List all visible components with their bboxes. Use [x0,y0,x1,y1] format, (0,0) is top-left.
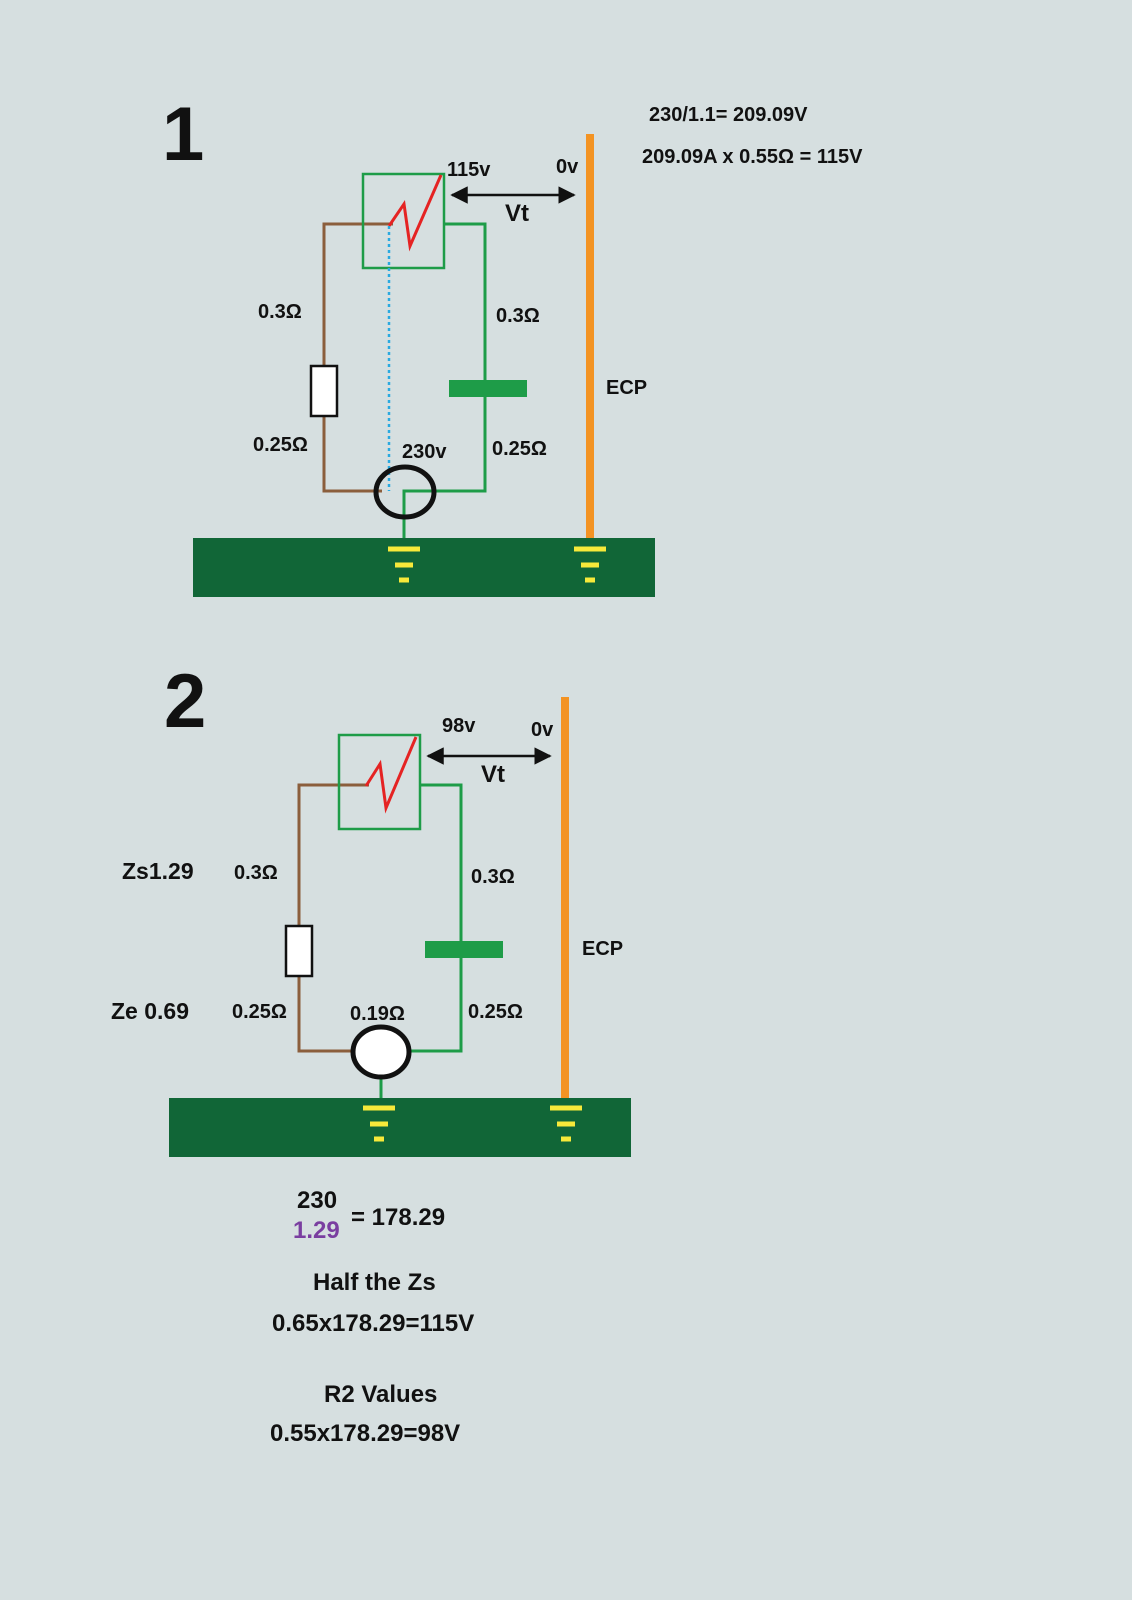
cpc-upper-resistance-label: 0.3Ω [471,866,515,888]
calculation-block: 230 1.29 = 178.29 Half the Zs 0.65x178.2… [270,1187,474,1447]
fault-zigzag-icon [364,736,418,814]
resistor-icon [284,924,314,978]
r2-values-heading: R2 Values [324,1381,437,1408]
calculation-line-2: 209.09A x 0.55Ω = 115V [642,146,863,168]
calculation-line-1: 230/1.1= 209.09V [649,104,808,126]
cpc-resistance-block [449,380,527,397]
cpc-upper-resistance-label: 0.3Ω [496,305,540,327]
resistor-icon [309,364,339,418]
diagram-2-number: 2 [164,659,206,744]
fault-voltage-label: 98v [442,715,476,737]
transformer-source-icon [350,1024,412,1080]
earth-symbol-icon [550,1105,582,1142]
ze-label: Ze 0.69 [111,998,189,1024]
fault-zigzag-icon [387,174,443,252]
earth-symbol-icon [574,546,606,583]
r2-values-formula: 0.55x178.29=98V [270,1420,460,1447]
phase-lower-resistance-label: 0.25Ω [232,1001,287,1023]
phase-upper-resistance-label: 0.3Ω [234,862,278,884]
appliance-box [361,172,446,270]
half-zs-heading: Half the Zs [313,1269,436,1296]
ecp-label: ECP [606,377,647,399]
cpc-resistance-block [425,941,503,958]
fault-voltage-label: 115v [447,159,491,181]
zero-voltage-label: 0v [531,719,554,741]
circuit-diagram-2: 2 98v 0v Vt Zs1.29 Z [111,659,631,1157]
cpc-lower-resistance-label: 0.25Ω [492,438,547,460]
phase-lower-resistance-label: 0.25Ω [253,434,308,456]
cpc-lower-resistance-label: 0.25Ω [468,1001,523,1023]
source-voltage-label: 230v [402,441,447,463]
ecp-label: ECP [582,938,623,960]
fraction-result: = 178.29 [351,1204,445,1231]
earth-symbol-icon [388,546,420,583]
fraction-numerator: 230 [297,1187,337,1214]
appliance-box [337,733,422,831]
vt-label: Vt [505,200,529,227]
vt-label: Vt [481,761,505,788]
phase-upper-resistance-label: 0.3Ω [258,301,302,323]
cpc-conductor [402,222,487,538]
transformer-source-icon [373,464,437,520]
fraction-denominator: 1.29 [293,1217,340,1244]
source-resistance-label: 0.19Ω [350,1003,405,1025]
half-zs-formula: 0.65x178.29=115V [272,1310,474,1337]
zs-label: Zs1.29 [122,858,194,884]
zero-voltage-label: 0v [556,156,579,178]
earth-symbol-icon [363,1105,395,1142]
phase-conductor [297,783,369,1053]
cpc-conductor [409,783,463,1053]
circuit-diagram-1: 1 115v 0v Vt 0.3Ω [162,92,863,597]
phase-conductor [322,222,393,493]
diagram-1-number: 1 [162,92,204,177]
